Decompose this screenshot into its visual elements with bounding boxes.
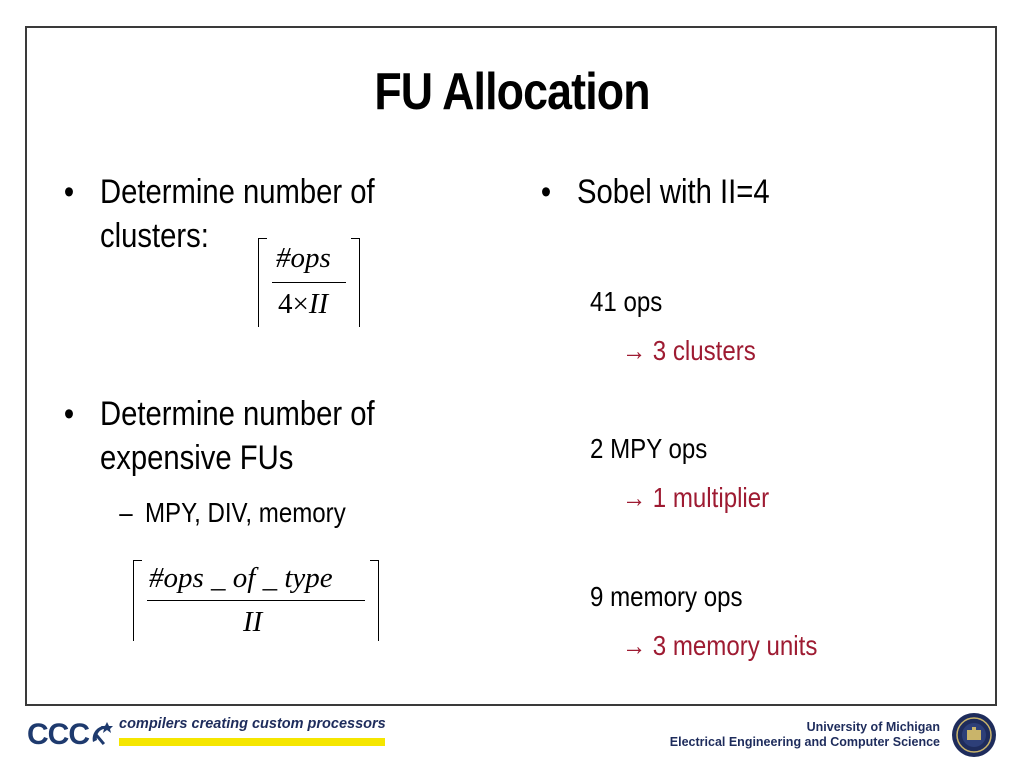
university-seal-icon (952, 713, 996, 757)
bullet-sobel: • Sobel with II=4 (541, 170, 770, 214)
ops-count-label: 41 ops (590, 286, 663, 317)
formula-clusters: #ops 4×II (258, 238, 360, 328)
mpy-ops-label: 2 MPY ops (590, 433, 708, 464)
sub-bullet-dash: – (119, 497, 133, 528)
bullet-clusters-line2: clusters: (100, 217, 209, 255)
fraction-bar (147, 600, 365, 601)
formula-fus-denominator: II (243, 606, 263, 638)
bullet-dot: • (63, 395, 75, 433)
clusters-result: → 3 clusters (622, 335, 756, 366)
university-name: University of Michigan (806, 720, 940, 734)
fraction-bar (272, 282, 346, 283)
formula-clusters-numerator: #ops (276, 242, 331, 274)
ccc-logo-text: CCC (27, 718, 90, 751)
bullet-dot: • (540, 173, 552, 211)
ccc-logo: CCC compilers creating custom processors (27, 716, 386, 756)
formula-clusters-denominator: 4×II (278, 288, 329, 320)
slide-frame (25, 26, 997, 706)
ceil-right (370, 560, 379, 641)
bullet-expensive-line1: Determine number of (100, 395, 375, 433)
bullet-clusters-line1: Determine number of (100, 173, 375, 211)
tagline: compilers creating custom processors (119, 716, 386, 732)
bullet-sobel-text: Sobel with II=4 (577, 173, 770, 211)
memory-units-result: → 3 memory units (622, 630, 818, 661)
hammer-sickle-icon (92, 722, 113, 746)
sub-bullet-types: – MPY, DIV, memory (119, 496, 346, 530)
department-name: Electrical Engineering and Computer Scie… (669, 735, 940, 749)
slide-title: FU Allocation (374, 63, 650, 121)
ceil-left (133, 560, 142, 641)
memory-ops-label: 9 memory ops (590, 581, 743, 612)
university-info: University of Michigan Electrical Engine… (670, 720, 940, 750)
formula-fus-numerator: #ops _ of _ type (149, 562, 333, 594)
bullet-expensive-line2: expensive FUs (100, 439, 294, 477)
formula-fus: #ops _ of _ type II (133, 560, 379, 642)
bullet-expensive-fus: • Determine number of expensive FUs (64, 392, 375, 480)
tagline-underline (119, 738, 385, 746)
bullet-dot: • (63, 173, 75, 211)
ceil-right (351, 238, 360, 327)
ceil-left (258, 238, 267, 327)
multiplier-result: → 1 multiplier (622, 482, 770, 513)
sub-bullet-text: MPY, DIV, memory (145, 497, 346, 528)
bullet-clusters: • Determine number of clusters: (64, 170, 375, 258)
